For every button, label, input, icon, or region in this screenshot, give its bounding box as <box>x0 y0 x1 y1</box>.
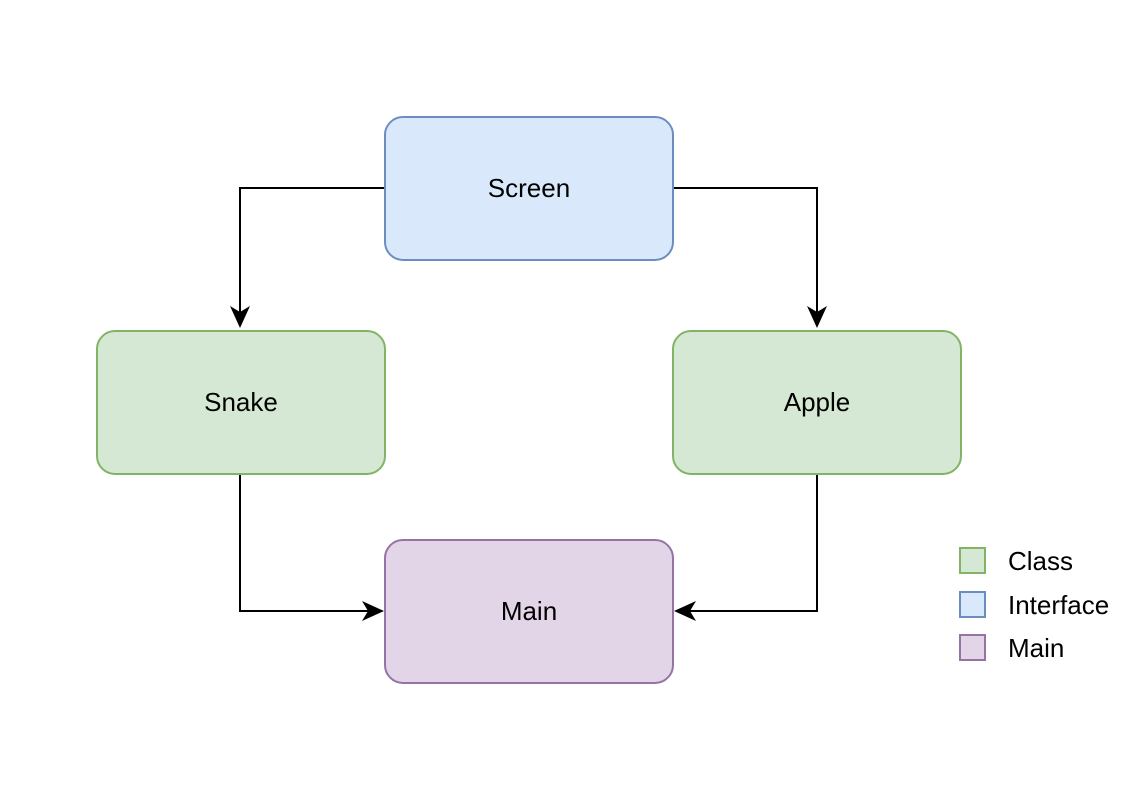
node-snake[interactable]: Snake <box>96 330 386 475</box>
legend: Class Interface Main <box>959 546 1109 663</box>
node-apple-box <box>672 330 962 475</box>
node-screen[interactable]: Screen <box>384 116 674 261</box>
legend-label-class: Class <box>1008 546 1073 576</box>
node-apple-label: Apple <box>784 387 851 417</box>
legend-label-main: Main <box>1008 633 1064 663</box>
arrowhead-apple <box>807 306 827 328</box>
edge-screen-to-apple <box>673 187 818 312</box>
legend-item-interface: Interface <box>959 590 1109 620</box>
legend-swatch-interface <box>959 591 986 618</box>
edges <box>230 187 827 621</box>
legend-swatch-class <box>959 547 986 574</box>
arrowhead-snake <box>230 306 250 328</box>
node-main-label: Main <box>501 596 557 626</box>
legend-label-interface: Interface <box>1008 590 1109 620</box>
legend-item-class: Class <box>959 546 1073 576</box>
node-main-box <box>384 539 674 684</box>
legend-swatch-main <box>959 634 986 661</box>
arrowhead-main-left <box>362 601 384 621</box>
legend-item-main: Main <box>959 633 1064 663</box>
node-snake-label: Snake <box>204 387 278 417</box>
node-snake-box <box>96 330 386 475</box>
edge-screen-to-snake <box>239 187 385 312</box>
arrowhead-main-right <box>674 601 696 621</box>
edge-snake-to-main <box>239 474 368 612</box>
node-main[interactable]: Main <box>384 539 674 684</box>
node-apple[interactable]: Apple <box>672 330 962 475</box>
edge-apple-to-main <box>690 474 818 612</box>
node-screen-label: Screen <box>488 173 570 203</box>
node-screen-box <box>384 116 674 261</box>
